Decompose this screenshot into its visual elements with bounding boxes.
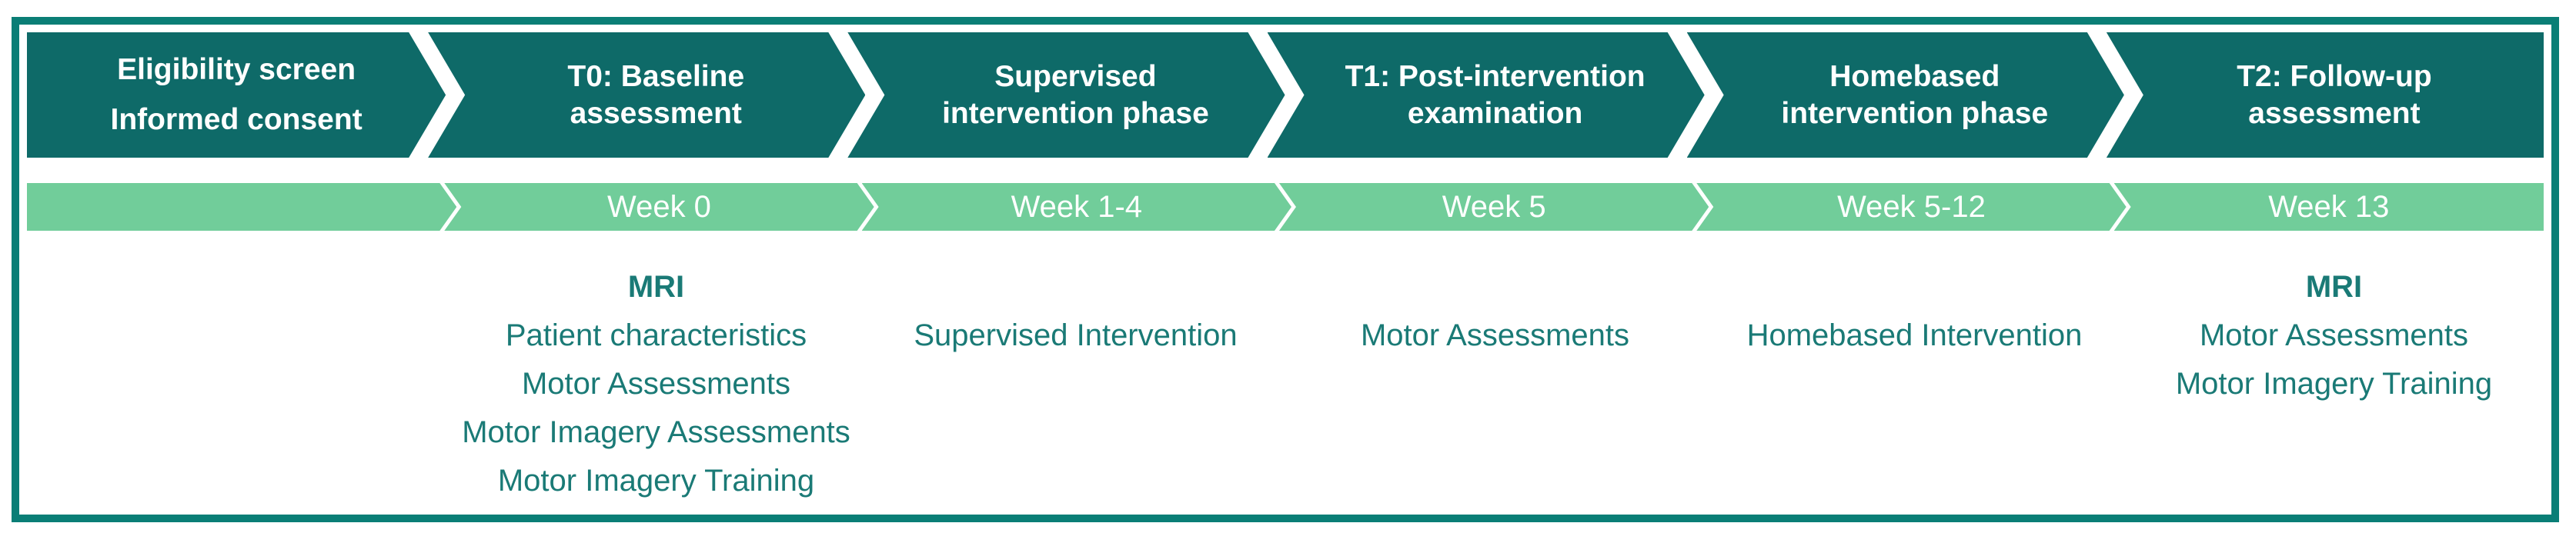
- activity-column-eligibility: [27, 263, 446, 505]
- activity-item: Motor Assessments: [521, 367, 790, 401]
- week-segment-week1-4: Week 1-4: [862, 183, 1291, 231]
- activity-item: Motor Imagery Training: [497, 464, 815, 498]
- activities-band: MRI Patient characteristics Motor Assess…: [27, 263, 2544, 505]
- activity-column-t0-baseline: MRI Patient characteristics Motor Assess…: [446, 263, 866, 505]
- activity-column-supervised: Supervised Intervention: [866, 263, 1285, 505]
- phase-chevron-t1-post-intervention: T1: Post-intervention examination: [1268, 32, 1705, 158]
- phase-chevron-eligibility: Eligibility screen Informed consent: [27, 32, 446, 158]
- phase-title-line: T0: Baseline: [567, 59, 745, 93]
- activity-item: Supervised Intervention: [914, 318, 1238, 352]
- activity-item: Motor Imagery Training: [2175, 367, 2493, 401]
- week-segment-week5: Week 5: [1279, 183, 1709, 231]
- activity-item: MRI: [2305, 270, 2363, 304]
- phase-title-line: Eligibility screen: [117, 53, 356, 86]
- phase-chevron-supervised-intervention: Supervised intervention phase: [847, 32, 1285, 158]
- phase-chevron-t0-baseline: T0: Baseline assessment: [428, 32, 865, 158]
- week-band: Week 0 Week 1-4 Week 5 Week 5-12 Week 13: [27, 183, 2544, 231]
- phase-title-line: Supervised: [994, 59, 1157, 93]
- phase-chevron-homebased-intervention: Homebased intervention phase: [1687, 32, 2124, 158]
- phase-chevron-t2-followup: T2: Follow-up assessment: [2106, 32, 2544, 158]
- phase-title-line: T2: Follow-up: [2237, 59, 2432, 93]
- activity-item: Motor Assessments: [2199, 318, 2468, 352]
- phase-title-line: examination: [1407, 96, 1583, 130]
- phase-title-line: Homebased: [1829, 59, 2000, 93]
- phase-title-line: assessment: [570, 96, 742, 130]
- activity-item: Patient characteristics: [505, 318, 807, 352]
- week-segment-eligibility: [27, 183, 456, 231]
- phase-title-line: assessment: [2248, 96, 2421, 130]
- week-segment-week13: Week 13: [2113, 183, 2544, 231]
- activity-item: Motor Imagery Assessments: [462, 415, 850, 449]
- activity-column-homebased: Homebased Intervention: [1705, 263, 2124, 505]
- activity-item: Motor Assessments: [1360, 318, 1629, 352]
- activity-item: MRI: [627, 270, 685, 304]
- phase-title-line: intervention phase: [1781, 96, 2049, 130]
- phase-band: Eligibility screen Informed consent T0: …: [27, 32, 2544, 158]
- week-segment-week0: Week 0: [444, 183, 874, 231]
- phase-title-line: T1: Post-intervention: [1345, 59, 1645, 93]
- activity-column-t2-followup: MRI Motor Assessments Motor Imagery Trai…: [2124, 263, 2544, 505]
- week-segment-week5-12: Week 5-12: [1696, 183, 2126, 231]
- activity-item: Homebased Intervention: [1746, 318, 2083, 352]
- phase-title-line: Informed consent: [110, 103, 363, 136]
- phase-title-line: intervention phase: [942, 96, 1209, 130]
- activity-column-t1-post: Motor Assessments: [1285, 263, 1705, 505]
- timeline-frame: Eligibility screen Informed consent T0: …: [12, 17, 2559, 522]
